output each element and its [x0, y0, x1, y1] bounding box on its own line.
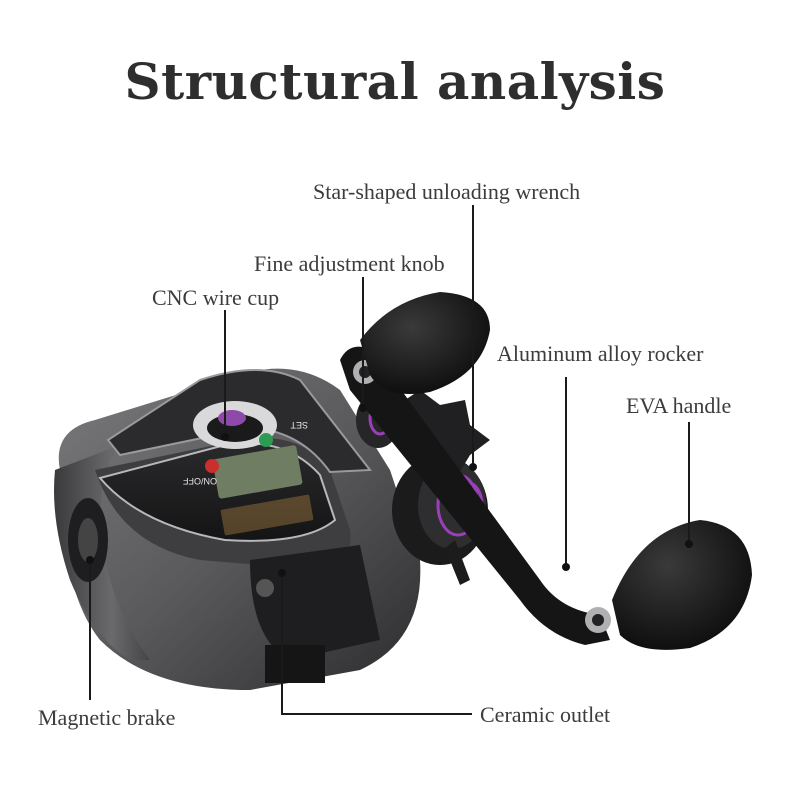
label-fine-knob: Fine adjustment knob [254, 251, 445, 276]
on-off-panel-text: ON/OFF [183, 476, 217, 486]
label-cnc-cup: CNC wire cup [152, 285, 280, 310]
label-star-wrench: Star-shaped unloading wrench [313, 179, 581, 204]
leader-lines [89, 205, 690, 715]
label-rocker: Aluminum alloy rocker [497, 341, 704, 366]
set-panel-text: SET [290, 420, 308, 430]
label-magnetic-brake: Magnetic brake [38, 705, 176, 730]
leader-ceramic-outlet [281, 573, 472, 715]
page-title: Structural analysis [124, 52, 666, 111]
label-eva-handle: EVA handle [626, 393, 732, 418]
reel-handle-assembly [340, 292, 752, 650]
leader-dots [86, 404, 693, 577]
label-ceramic-outlet: Ceramic outlet [480, 702, 611, 727]
